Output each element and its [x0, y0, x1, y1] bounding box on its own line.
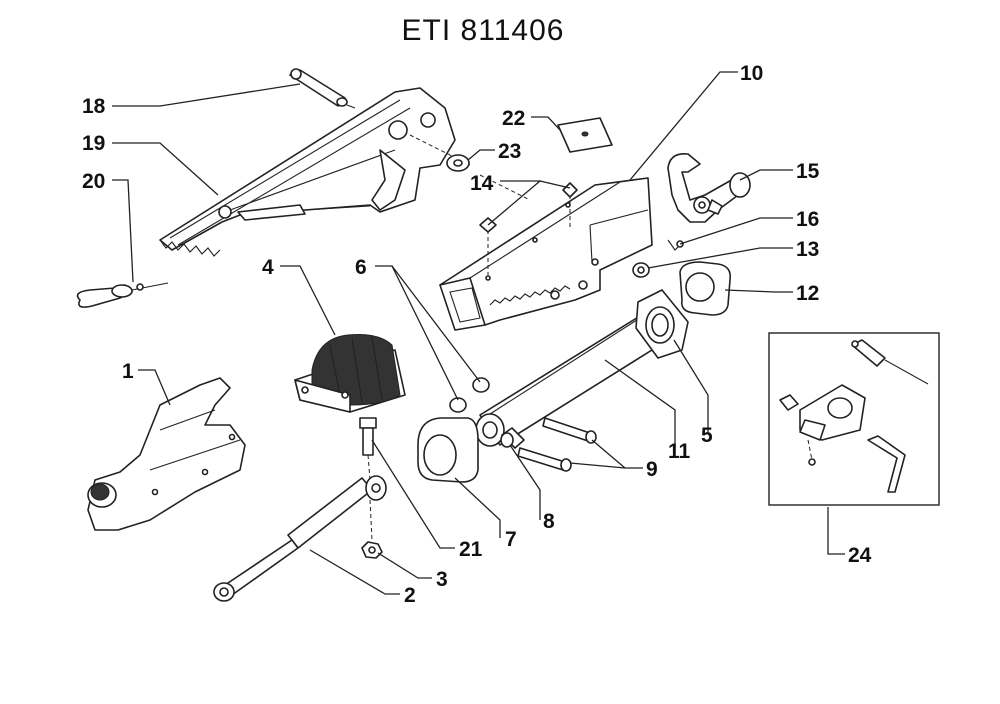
- callout-7: 7: [505, 528, 517, 551]
- callout-20: 20: [82, 170, 105, 193]
- part-16-pin: [667, 239, 684, 251]
- part-4-bellows: [294, 334, 406, 413]
- part-18-pin: [289, 68, 356, 109]
- part-20-spring-clip: [76, 282, 169, 308]
- part-1-coupling-head: [87, 377, 246, 531]
- part-12-bush: [679, 261, 732, 316]
- callout-9: 9: [646, 458, 658, 481]
- callout-21: 21: [459, 538, 483, 561]
- part-21-bolt: [359, 417, 377, 541]
- callout-19: 19: [82, 132, 105, 155]
- callout-23: 23: [498, 140, 521, 163]
- part-13-nut: [632, 262, 650, 278]
- part-23-washer: [446, 154, 470, 172]
- callout-13: 13: [796, 238, 819, 261]
- part-8-spacer: [500, 427, 525, 449]
- callout-24: 24: [848, 544, 872, 567]
- callout-3: 3: [436, 568, 448, 591]
- part-2-shock-absorber: [213, 475, 387, 602]
- callout-2: 2: [404, 584, 416, 607]
- part-15-handle-lever: [667, 152, 751, 223]
- part-24-inset-box: [768, 332, 940, 506]
- callout-5: 5: [701, 424, 713, 447]
- callout-8: 8: [543, 510, 555, 533]
- brake-lever-assembly: [159, 87, 531, 257]
- part-22-plate: [557, 117, 613, 153]
- part-6-nuts: [449, 377, 490, 413]
- callout-10: 10: [740, 62, 763, 85]
- callout-18: 18: [82, 95, 106, 118]
- part-3-nut: [361, 541, 383, 559]
- callout-labels: 18 19 20 1 2 3 4 5 6 7 8 9 10 11 12 13 1…: [82, 62, 872, 607]
- part-9-bolts: [517, 417, 597, 472]
- callout-1: 1: [122, 360, 134, 383]
- callout-22: 22: [502, 107, 525, 130]
- callout-6: 6: [355, 256, 367, 279]
- callout-12: 12: [796, 282, 819, 305]
- diagram-title: ETI 811406: [401, 14, 565, 47]
- part-10-drawbar-housing: [439, 177, 653, 331]
- part-7-bush: [417, 417, 479, 483]
- callout-16: 16: [796, 208, 819, 231]
- leader-lines: [112, 71, 845, 595]
- callout-15: 15: [796, 160, 820, 183]
- callout-4: 4: [262, 256, 274, 279]
- callout-14: 14: [470, 172, 494, 195]
- callout-11: 11: [668, 440, 691, 463]
